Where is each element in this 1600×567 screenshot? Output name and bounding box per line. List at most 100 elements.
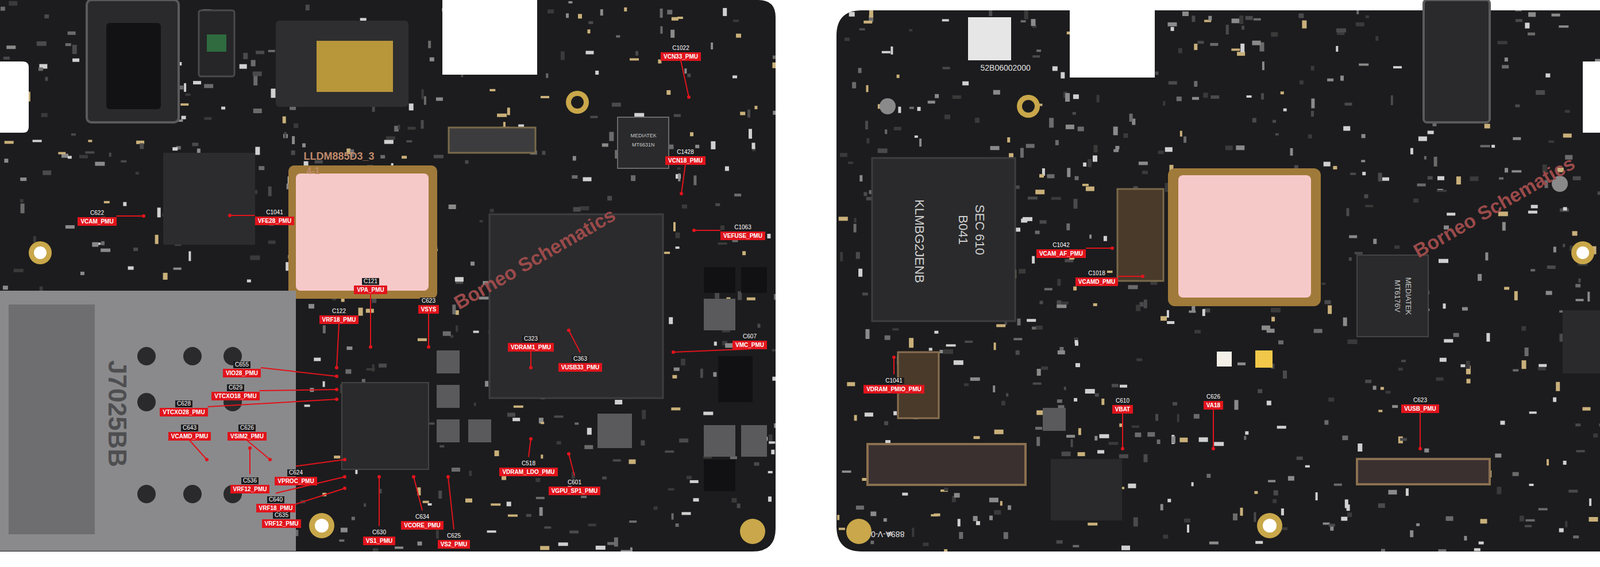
smd-part <box>547 9 554 14</box>
callout-tag: C635VRF12_PMU <box>261 509 302 528</box>
leader-dot <box>334 387 339 392</box>
smd-part <box>1202 309 1206 316</box>
smd-part <box>1589 498 1592 507</box>
smd-part <box>109 152 112 157</box>
smd-part <box>1491 144 1495 148</box>
smd-part <box>653 506 658 511</box>
smd-part <box>460 68 464 77</box>
smd-part <box>953 360 964 365</box>
smd-part <box>754 105 758 110</box>
smd-part <box>1527 32 1536 36</box>
net-name: VDRAM1_PMU <box>507 342 554 352</box>
mount-hole <box>309 513 335 539</box>
smd-part <box>1267 480 1276 483</box>
smd-part <box>571 175 578 179</box>
smd-part <box>1512 369 1519 372</box>
smd-part <box>893 411 897 416</box>
smd-part <box>689 480 699 484</box>
smd-part <box>1478 541 1484 545</box>
part-ref: C1022 <box>670 44 691 52</box>
smd-part <box>672 375 677 379</box>
smd-part <box>1340 517 1348 522</box>
smd-part <box>183 83 187 92</box>
smd-part <box>1358 63 1369 67</box>
smd-part <box>943 349 954 354</box>
smd-part <box>1093 144 1098 153</box>
smd-part <box>1231 18 1240 23</box>
smd-part <box>284 132 287 139</box>
smd-part <box>715 203 720 207</box>
part-ref: C610 <box>1113 397 1132 405</box>
smd-part <box>1026 318 1036 322</box>
smd-part <box>1323 162 1331 167</box>
smd-part <box>401 155 407 159</box>
smd-part <box>757 324 761 329</box>
net-name: VCORE_PMU <box>401 521 443 530</box>
smd-part <box>1150 281 1158 285</box>
smd-part <box>673 222 676 232</box>
smd-part <box>465 498 473 503</box>
smd-part <box>20 203 25 214</box>
net-name: VRF12_PMU <box>261 519 302 528</box>
smd-part <box>1373 238 1377 245</box>
smd-part <box>1074 176 1079 181</box>
smd-part <box>1347 339 1358 345</box>
smd-part <box>1041 366 1048 370</box>
smd-part <box>919 138 922 147</box>
net-name: VSYS <box>418 305 440 314</box>
smd-part <box>421 89 424 99</box>
smd-part <box>1324 419 1329 425</box>
smd-part <box>295 529 299 537</box>
part-ref: C607 <box>741 333 759 341</box>
smd-part <box>1066 31 1071 35</box>
smd-part <box>1096 94 1100 103</box>
passives <box>0 1 779 558</box>
smd-part <box>1382 177 1390 181</box>
smd-part <box>838 527 846 531</box>
smd-part <box>660 8 663 18</box>
smd-part <box>1243 436 1247 441</box>
leader-line <box>568 453 575 477</box>
board-connector <box>1117 189 1164 281</box>
smd-part <box>974 117 980 123</box>
leader-dot <box>426 345 431 349</box>
smd-part <box>944 114 951 120</box>
smd-part <box>1133 517 1139 527</box>
smd-part <box>455 325 458 333</box>
smd-part <box>766 233 771 239</box>
smd-part <box>322 325 326 334</box>
smd-part <box>1551 13 1561 17</box>
smd-part <box>671 407 681 411</box>
callout-tag: C610VBAT <box>1112 394 1133 414</box>
smd-part <box>438 490 442 499</box>
smd-part <box>1598 76 1600 80</box>
smd-part <box>693 175 697 185</box>
smd-part <box>640 440 645 446</box>
smd-part <box>1241 25 1245 30</box>
net-name: VDRAM_PMIO_PMU <box>863 384 925 394</box>
smd-part <box>340 527 348 533</box>
callout-tag: C1063VEFUSE_PMU <box>720 221 766 241</box>
smd-part <box>407 126 416 130</box>
net-name: VDRAM_LDO_PMU <box>499 467 558 477</box>
smd-part <box>1587 291 1590 302</box>
smd-part <box>473 402 477 407</box>
smd-part <box>859 175 863 182</box>
smd-part <box>163 272 168 280</box>
smd-part <box>1538 364 1547 368</box>
smd-part <box>1266 401 1272 406</box>
smd-part <box>688 552 693 555</box>
smd-part <box>621 550 631 555</box>
part-ref: C601 <box>565 479 584 487</box>
smd-part <box>1066 223 1070 231</box>
callout-tag: C626VA18 <box>1203 390 1224 410</box>
smd-part <box>1254 491 1258 495</box>
smd-part <box>1078 428 1082 435</box>
smd-part <box>80 271 85 276</box>
smd-part <box>927 100 936 104</box>
smd-part <box>20 199 24 203</box>
smd-part <box>1203 92 1209 98</box>
smd-part <box>1572 176 1582 181</box>
mount-hole <box>1576 246 1590 260</box>
smd-part <box>1515 18 1523 22</box>
